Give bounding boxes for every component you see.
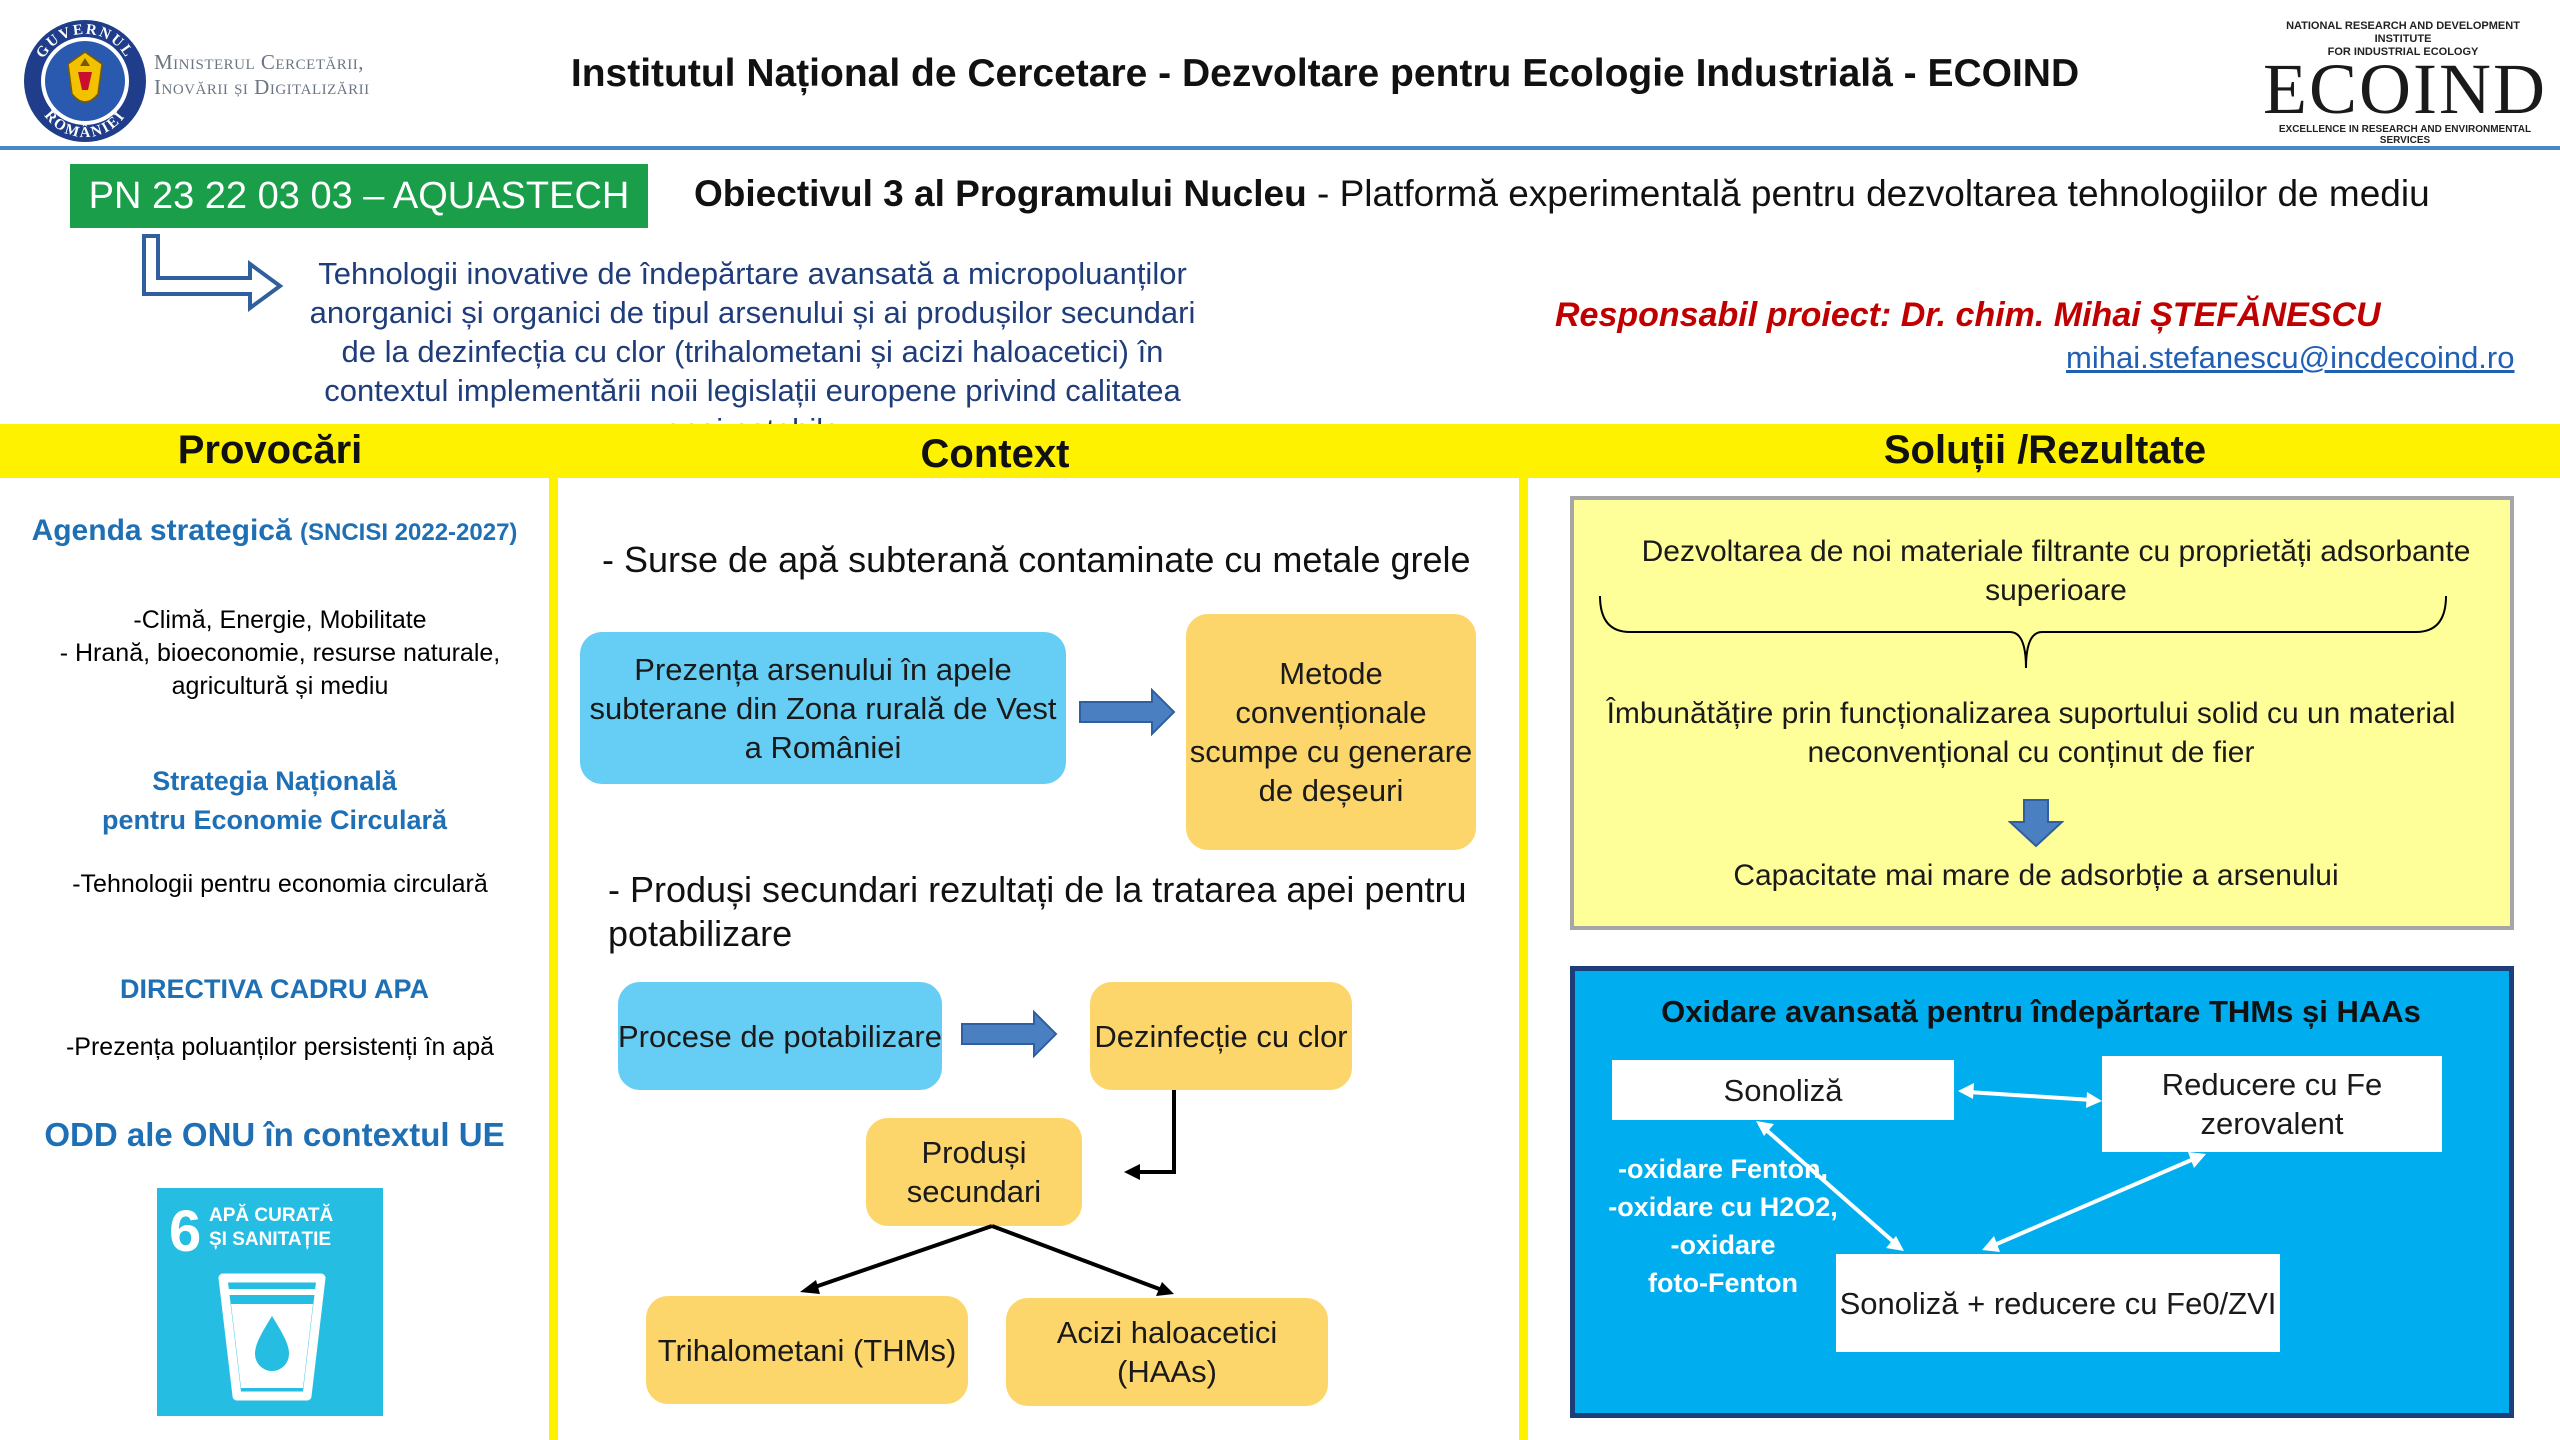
right-arrow-icon bbox=[961, 1009, 1058, 1059]
contact-email-link[interactable]: mihai.stefanescu@incdecoind.ro bbox=[2066, 340, 2515, 375]
chlorine-disinfection-box: Dezinfecție cu clor bbox=[1090, 982, 1352, 1090]
strategy-item: -Tehnologii pentru economia circulară bbox=[72, 870, 488, 898]
sdg-6-clean-water-icon: 6 APĂ CURATĂ ȘI SANITAȚIE bbox=[157, 1188, 383, 1416]
section-title-context: Context bbox=[920, 432, 1070, 476]
project-responsible: Responsabil proiect: Dr. chim. Mihai ȘTE… bbox=[1555, 296, 2381, 334]
ecoind-caption-line-2: FOR INDUSTRIAL ECOLOGY bbox=[2327, 46, 2479, 58]
sdg-number: 6 bbox=[169, 1199, 202, 1264]
ecoind-logo: ECOIND bbox=[2263, 49, 2547, 129]
curly-brace-icon bbox=[1599, 595, 2447, 669]
page-title: Institutul Național de Cercetare - Dezvo… bbox=[570, 52, 2080, 95]
agenda-items: -Climă, Energie, Mobilitate - Hrană, bio… bbox=[30, 604, 530, 703]
ecoind-caption-line-1: NATIONAL RESEARCH AND DEVELOPMENT INSTIT… bbox=[2286, 20, 2520, 45]
strategy-title-line-2: pentru Economie Circulară bbox=[101, 805, 448, 835]
haloacetic-acids-box: Acizi haloacetici (HAAs) bbox=[1006, 1298, 1328, 1406]
objective-description: - Platformă experimentală pentru dezvolt… bbox=[1306, 173, 2430, 214]
list-item: -oxidare bbox=[1670, 1230, 1776, 1260]
filter-materials-text: Dezvoltarea de noi materiale filtrante c… bbox=[1641, 535, 2471, 607]
groundwater-heading: - Surse de apă subterană contaminate cu … bbox=[602, 539, 1471, 580]
byproducts-heading: - Produși secundari rezultați de la trat… bbox=[608, 869, 1467, 954]
double-arrow-icon bbox=[1967, 1090, 2093, 1102]
oxidation-flow-arrows bbox=[1756, 1083, 2206, 1252]
column-divider bbox=[1519, 424, 1528, 1440]
section-title-solutions: Soluții /Rezultate bbox=[1883, 428, 2207, 472]
list-item: - Hrană, bioeconomie, resurse naturale, bbox=[59, 639, 501, 667]
adsorption-capacity-text: Capacitate mai mare de adsorbție a arsen… bbox=[1733, 859, 2339, 892]
government-seal-logo: GUVERNUL ROMÂNIEI bbox=[24, 20, 146, 142]
directive-item: -Prezența poluanților persistenți în apă bbox=[65, 1033, 495, 1061]
column-divider bbox=[549, 424, 558, 1440]
oxidation-methods-list: -oxidare Fenton, -oxidare cu H2O2, -oxid… bbox=[1580, 1150, 1866, 1302]
sdg-label-line-1: APĂ CURATĂ bbox=[209, 1205, 334, 1226]
program-objective: Obiectivul 3 al Programului Nucleu - Pla… bbox=[694, 173, 2430, 215]
advanced-oxidation-title: Oxidare avansată pentru îndepărtare THMs… bbox=[1661, 994, 2421, 1029]
trihalomethanes-box: Trihalometani (THMs) bbox=[646, 1296, 968, 1404]
water-directive-title: DIRECTIVA CADRU APA bbox=[120, 974, 429, 1004]
list-item: foto-Fenton bbox=[1648, 1268, 1798, 1298]
objective-title: Obiectivul 3 al Programului Nucleu bbox=[694, 173, 1307, 214]
ministry-name: Ministerul Cercetării, Inovării și Digit… bbox=[154, 50, 370, 100]
circular-economy-strategy-title: Strategia Națională pentru Economie Circ… bbox=[0, 762, 549, 840]
agenda-title-main: Agenda strategică bbox=[31, 514, 300, 547]
agenda-title-sub: (SNCISI 2022-2027) bbox=[299, 519, 518, 546]
ecoind-institute-caption: NATIONAL RESEARCH AND DEVELOPMENT INSTIT… bbox=[2268, 20, 2538, 59]
sdg-label: APĂ CURATĂ ȘI SANITAȚIE bbox=[209, 1204, 333, 1252]
conventional-methods-box: Metode convenționale scumpe cu generare … bbox=[1186, 614, 1476, 850]
double-arrow-icon bbox=[1991, 1156, 2197, 1248]
secondary-products-box: Produși secundari bbox=[866, 1118, 1082, 1226]
right-arrow-icon bbox=[1079, 687, 1176, 737]
strategic-agenda-title: Agenda strategică (SNCISI 2022-2027) bbox=[0, 514, 549, 548]
list-item: agricultură și mediu bbox=[171, 672, 389, 700]
ministry-line-2: Inovării și Digitalizării bbox=[154, 75, 370, 99]
elbow-connector-arrow bbox=[1134, 1090, 1176, 1174]
list-item: -oxidare cu H2O2, bbox=[1608, 1192, 1838, 1222]
project-code-badge: PN 23 22 03 03 – AQUASTECH bbox=[70, 164, 648, 228]
double-arrow-icon bbox=[1762, 1126, 1898, 1246]
arsenic-presence-box: Prezența arsenului în apele subterane di… bbox=[580, 632, 1066, 784]
sonolysis-plus-reduction-box: Sonoliză + reducere cu Fe0/ZVI bbox=[1836, 1254, 2280, 1352]
sdg-label-line-2: ȘI SANITAȚIE bbox=[209, 1229, 332, 1250]
ecoind-tagline: EXCELLENCE IN RESEARCH AND ENVIRONMENTAL… bbox=[2278, 124, 2532, 146]
potabilization-processes-box: Procese de potabilizare bbox=[618, 982, 942, 1090]
project-description: Tehnologii inovative de îndepărtare avan… bbox=[309, 256, 1196, 447]
context-flow-arrows bbox=[800, 687, 1176, 1296]
filter-materials-panel bbox=[1570, 496, 2514, 930]
diagonal-arrow-icon bbox=[811, 1224, 993, 1290]
zerovalent-iron-reduction-box: Reducere cu Fe zerovalent bbox=[2102, 1056, 2442, 1152]
ministry-line-1: Ministerul Cercetării, bbox=[154, 50, 364, 74]
sonolysis-box: Sonoliză bbox=[1612, 1060, 1954, 1120]
header-divider bbox=[0, 146, 2560, 150]
diagonal-arrow-icon bbox=[991, 1224, 1163, 1292]
list-item: -oxidare Fenton, bbox=[1617, 1154, 1828, 1184]
list-item: -Climă, Energie, Mobilitate bbox=[133, 606, 427, 634]
functionalization-text: Îmbunătățire prin funcționalizarea supor… bbox=[1606, 697, 2456, 769]
sdg-title: ODD ale ONU în contextul UE bbox=[44, 1116, 505, 1153]
strategy-title-line-1: Strategia Națională bbox=[152, 766, 397, 796]
water-glass-icon bbox=[218, 1273, 326, 1401]
section-title-challenges: Provocări bbox=[177, 428, 363, 472]
down-arrow-icon bbox=[2008, 799, 2064, 848]
section-header-band bbox=[0, 424, 2560, 478]
elbow-arrow-icon bbox=[142, 234, 284, 312]
